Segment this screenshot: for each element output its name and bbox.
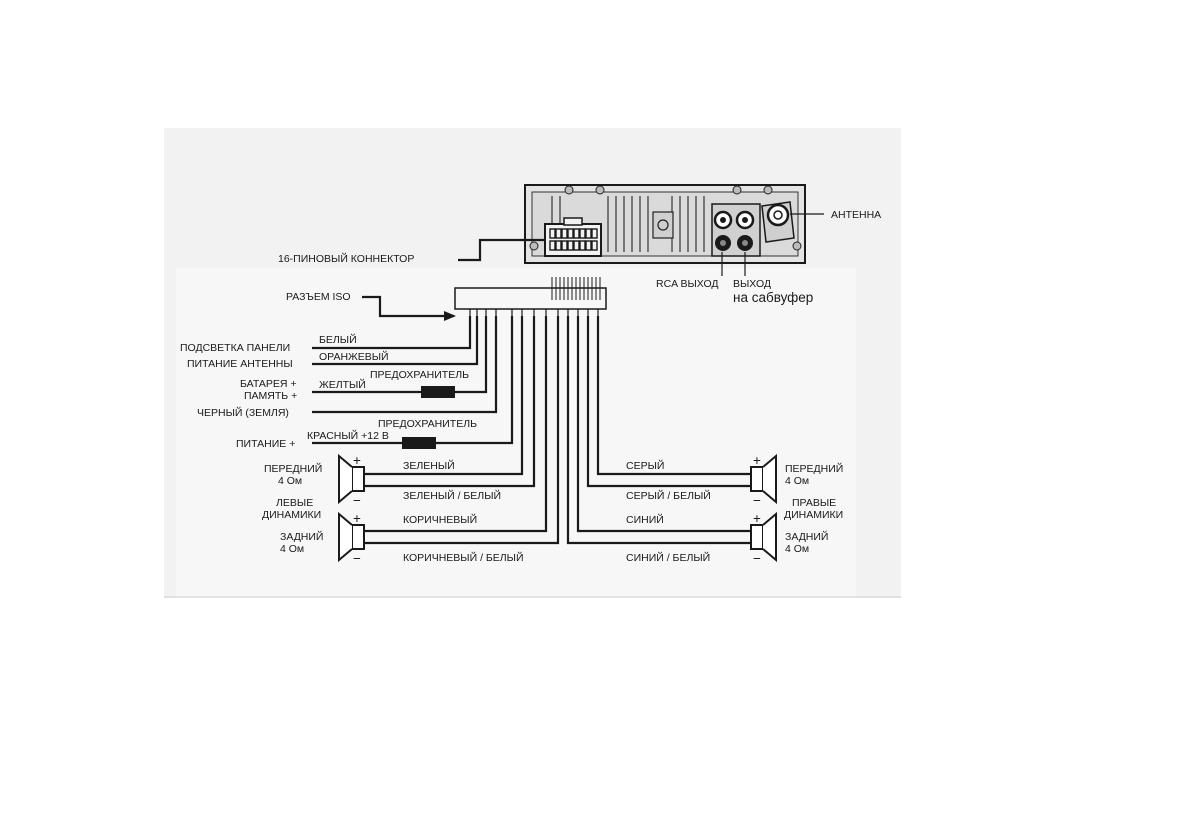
wire-green (364, 316, 524, 476)
speaker-left-rear-icon (338, 511, 365, 563)
wire-yellow (312, 316, 488, 394)
power-label: ПИТАНИЕ + (236, 438, 295, 450)
fuse-red (402, 437, 436, 449)
iso-socket-label: РАЗЪЕМ ISO (286, 291, 351, 303)
right-front-minus: − (753, 493, 761, 508)
right-rear-ohm: 4 Ом (785, 543, 809, 555)
wire-white (312, 316, 472, 350)
rca-jacks (711, 203, 761, 257)
wire-brown-label: КОРИЧНЕВЫЙ (403, 513, 477, 526)
left-front-label: ПЕРЕДНИЙ (264, 462, 322, 475)
wire-green-label: ЗЕЛЕНЫЙ (403, 459, 455, 472)
speaker-left-front-icon (338, 453, 365, 505)
right-front-ohm: 4 Ом (785, 475, 809, 487)
left-front-ohm: 4 Ом (278, 475, 302, 487)
left-rear-plus: + (353, 511, 361, 526)
left-front-minus: − (353, 493, 361, 508)
subwoofer-label: на сабвуфер (733, 290, 813, 305)
memory-label: ПАМЯТЬ + (244, 390, 297, 402)
wire-gray (596, 316, 752, 476)
left-rear-ohm: 4 Ом (280, 543, 304, 555)
wire-green-white-label: ЗЕЛЕНЫЙ / БЕЛЫЙ (403, 489, 501, 502)
right-front-plus: + (753, 453, 761, 468)
wire-gray-white (586, 316, 752, 488)
wire-brown-white (364, 316, 560, 545)
connector-16pin (544, 217, 602, 257)
wire-yellow-label: ЖЕЛТЫЙ (319, 378, 366, 391)
wire-blue-white-label: СИНИЙ / БЕЛЫЙ (626, 551, 710, 564)
connector-16pin-label: 16-ПИНОВЫЙ КОННЕКТОР (278, 252, 414, 265)
fuse-label-1: ПРЕДОХРАНИТЕЛЬ (370, 369, 469, 381)
wire-gray-white-label: СЕРЫЙ / БЕЛЫЙ (626, 489, 711, 502)
fuse-label-2: ПРЕДОХРАНИТЕЛЬ (378, 418, 477, 430)
wire-black (312, 316, 498, 414)
right-speakers-label-2: ДИНАМИКИ (784, 509, 843, 521)
left-front-plus: + (353, 453, 361, 468)
ground-label: ЧЕРНЫЙ (ЗЕМЛЯ) (197, 406, 289, 419)
wire-brown (364, 316, 548, 533)
connector-callout-line (458, 238, 546, 262)
wire-green-white (364, 316, 536, 488)
wire-blue (576, 316, 752, 533)
wire-red (312, 316, 514, 445)
speaker-right-front-icon (750, 453, 777, 505)
fuse-yellow (421, 386, 455, 398)
wire-brown-white-label: КОРИЧНЕВЫЙ / БЕЛЫЙ (403, 551, 524, 564)
right-rear-minus: − (753, 551, 761, 566)
wire-orange-label: ОРАНЖЕВЫЙ (319, 350, 389, 363)
antenna-label: АНТЕННА (831, 209, 881, 221)
iso-callout-arrow (362, 295, 456, 321)
antenna-power-label: ПИТАНИЕ АНТЕННЫ (187, 358, 293, 370)
wire-orange (312, 316, 479, 366)
wire-blue-label: СИНИЙ (626, 513, 664, 526)
panel-light-label: ПОДСВЕТКА ПАНЕЛИ (180, 342, 290, 354)
speaker-right-rear-icon (750, 511, 777, 563)
wire-white-label: БЕЛЫЙ (319, 333, 357, 346)
out-label: ВЫХОД (733, 278, 771, 290)
wire-blue-white (566, 316, 752, 545)
rca-out-label: RCA ВЫХОД (656, 278, 719, 290)
left-speakers-label-1: ЛЕВЫЕ (276, 497, 313, 509)
screw-holes (529, 185, 802, 251)
right-rear-label: ЗАДНИЙ (785, 530, 828, 543)
right-front-label: ПЕРЕДНИЙ (785, 462, 843, 475)
right-rear-plus: + (753, 511, 761, 526)
right-speakers-label-1: ПРАВЫЕ (792, 497, 836, 509)
left-rear-minus: − (353, 551, 361, 566)
left-speakers-label-2: ДИНАМИКИ (262, 509, 321, 521)
antenna-socket (761, 201, 795, 243)
battery-label: БАТАРЕЯ + (240, 378, 297, 390)
left-rear-label: ЗАДНИЙ (280, 530, 323, 543)
wire-gray-label: СЕРЫЙ (626, 459, 664, 472)
wire-red-label: КРАСНЫЙ +12 В (307, 429, 389, 442)
